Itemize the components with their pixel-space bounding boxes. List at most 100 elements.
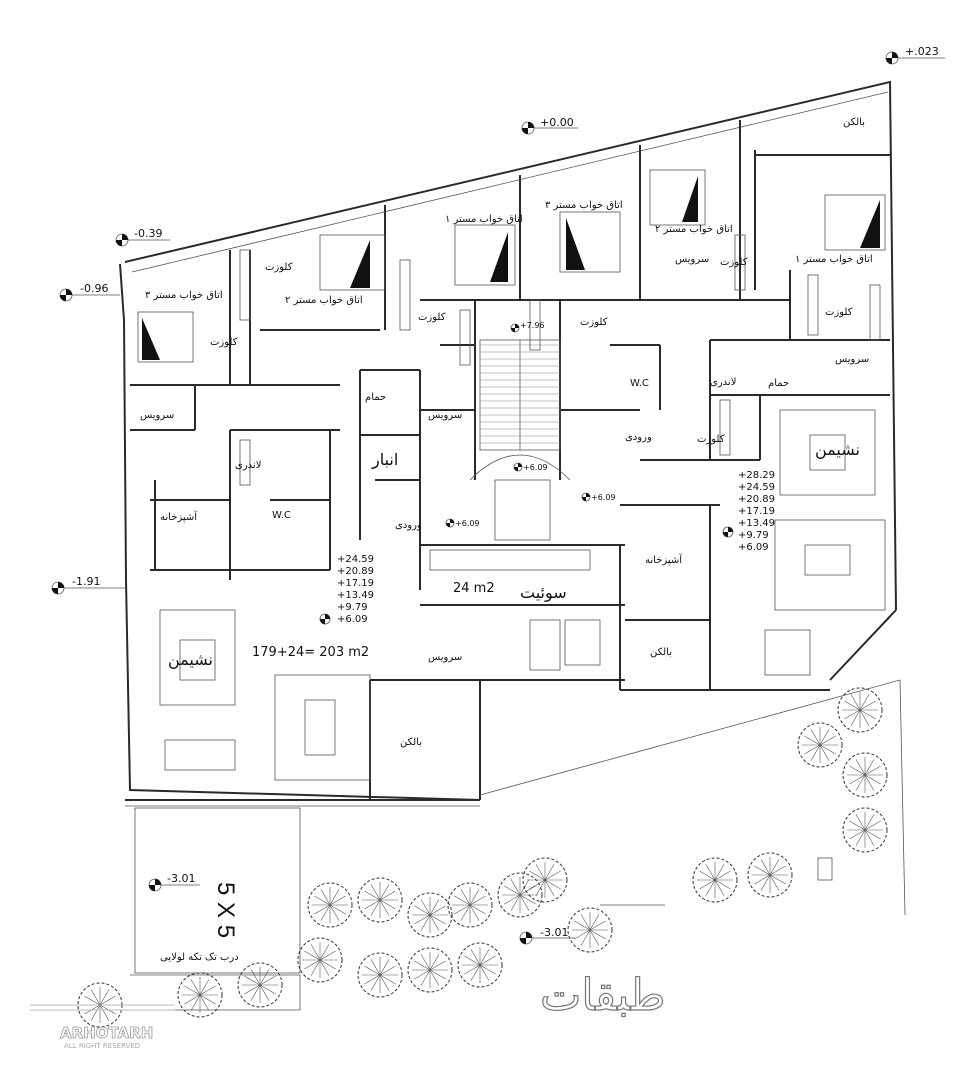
watermark-logo: ARHOTARH ALL RIGHT RESERVED bbox=[30, 1004, 175, 1050]
level-value: +6.09 bbox=[591, 493, 616, 502]
tree-icon bbox=[297, 937, 343, 983]
room-label-closet: کلوزت bbox=[825, 307, 853, 318]
room-label-kitchen: آشپزخانه bbox=[160, 510, 198, 523]
room-label-balcony: بالکن bbox=[650, 647, 672, 658]
level-marker: +6.09 bbox=[513, 462, 548, 472]
level-marker: +6.09 bbox=[581, 492, 616, 502]
floor-heights-left: +24.59 +20.89 +17.19 +13.49 +9.79 +6.09 bbox=[319, 554, 374, 625]
room-label-balcony: بالکن bbox=[400, 737, 422, 748]
room-label-living: نشیمن bbox=[815, 440, 860, 460]
level-marker: +7.96 bbox=[510, 321, 545, 333]
kitchen-counter bbox=[429, 549, 591, 571]
floor-height: +28.29 bbox=[738, 470, 775, 481]
room-label-closet: کلوزت bbox=[210, 337, 238, 348]
room-label-master-bedroom: اتاق خواب مستر ۳ bbox=[145, 290, 223, 301]
level-value: +6.09 bbox=[523, 463, 548, 472]
tree-icon bbox=[447, 882, 493, 928]
room-label-laundry: لاندری bbox=[235, 460, 261, 471]
level-marker: +0.00 bbox=[521, 116, 578, 135]
total-area-label: 179+24= 203 m2 bbox=[252, 645, 369, 660]
room-label-closet: کلوزت bbox=[720, 257, 748, 268]
bed-cover bbox=[142, 318, 160, 360]
room-label-laundry: لاندری bbox=[710, 377, 736, 388]
room-label-storage: انبار bbox=[371, 450, 398, 470]
room-label-service: سرویس bbox=[140, 410, 174, 421]
tree-icon bbox=[357, 952, 403, 998]
logo-name: ARHOTARH bbox=[60, 1024, 153, 1042]
bed bbox=[137, 311, 194, 363]
bed-cover bbox=[490, 232, 508, 282]
bed-cover bbox=[860, 200, 880, 248]
room-label-master-bedroom: اتاق خواب مستر ۱ bbox=[795, 254, 873, 265]
bed bbox=[559, 211, 621, 273]
sofa-set bbox=[159, 609, 236, 706]
level-marker: -3.01 bbox=[148, 872, 200, 892]
room-label-closet: کلوزت bbox=[580, 317, 608, 328]
tree-icon bbox=[357, 877, 403, 923]
room-label-service: سرویس bbox=[428, 652, 462, 663]
floor-height: +9.79 bbox=[337, 602, 368, 613]
level-markers: +.023 +0.00 -0.39 -0.96 -1.91 +7.96 bbox=[51, 45, 945, 945]
sofa-set bbox=[274, 674, 371, 781]
level-value: -3.01 bbox=[540, 926, 568, 939]
dining-table bbox=[164, 739, 236, 771]
level-marker: -3.01 bbox=[519, 926, 575, 945]
room-label-master-bedroom: اتاق خواب مستر ۲ bbox=[285, 295, 363, 306]
room-label-service: سرویس bbox=[835, 354, 869, 365]
floor-height: +13.49 bbox=[738, 518, 775, 529]
tree-icon bbox=[797, 722, 843, 768]
room-label-master-bedroom: اتاق خواب مستر ۳ bbox=[545, 200, 623, 211]
bed-cover bbox=[350, 240, 370, 288]
sofa bbox=[529, 619, 561, 671]
tree-icon bbox=[457, 942, 503, 988]
bed bbox=[824, 194, 886, 251]
level-value: -0.96 bbox=[80, 282, 108, 295]
logo-rights: ALL RIGHT RESERVED bbox=[64, 1042, 140, 1050]
floor-height: +20.89 bbox=[337, 566, 374, 577]
dining-table bbox=[764, 629, 811, 676]
level-marker: -0.96 bbox=[59, 282, 120, 302]
room-label-service: سرویس bbox=[675, 254, 709, 265]
tree-icon bbox=[177, 972, 223, 1018]
floor-height: +9.79 bbox=[738, 530, 769, 541]
suite-area-label: 24 m2 bbox=[453, 581, 495, 596]
bed bbox=[649, 169, 706, 226]
tree-icon bbox=[407, 892, 453, 938]
room-label-entrance: ورودی bbox=[625, 432, 652, 443]
tree-icon bbox=[497, 872, 543, 918]
level-marker: -1.91 bbox=[51, 575, 125, 595]
tree-icon bbox=[407, 947, 453, 993]
furniture bbox=[159, 409, 886, 781]
room-label-suite: سوئیت bbox=[520, 583, 567, 603]
floor-heights-right: +28.29 +24.59 +20.89 +17.19 +13.49 +9.79… bbox=[722, 470, 775, 553]
floor-height: +6.09 bbox=[337, 614, 368, 625]
bed bbox=[454, 224, 516, 286]
tree-icon bbox=[522, 857, 568, 903]
floor-height: +17.19 bbox=[337, 578, 374, 589]
stairwell bbox=[469, 339, 571, 541]
level-value: +6.09 bbox=[455, 519, 480, 528]
floor-height: +13.49 bbox=[337, 590, 374, 601]
garage-door-label: درب تک تکه لولایی bbox=[160, 952, 239, 963]
garage-size-label: 5 X 5 bbox=[212, 882, 239, 938]
level-value: +7.96 bbox=[520, 321, 545, 330]
level-value: +0.00 bbox=[540, 116, 574, 129]
sofa-set bbox=[774, 519, 886, 611]
tree-icon bbox=[307, 882, 353, 928]
room-label-kitchen: آشپزخانه bbox=[645, 553, 683, 566]
tree-icon bbox=[567, 907, 613, 953]
room-label-wc: W.C bbox=[630, 378, 649, 389]
room-label-living: نشیمن bbox=[168, 650, 213, 670]
level-value: -3.01 bbox=[167, 872, 195, 885]
room-label-master-bedroom: اتاق خواب مستر ۱ bbox=[445, 214, 523, 225]
floor-height: +17.19 bbox=[738, 506, 775, 517]
tree-icon bbox=[842, 752, 888, 798]
outer-walls bbox=[119, 80, 897, 807]
level-value: -0.39 bbox=[134, 227, 162, 240]
level-value: -1.91 bbox=[72, 575, 100, 588]
level-marker: +6.09 bbox=[445, 518, 480, 528]
floor-height: +6.09 bbox=[738, 542, 769, 553]
floor-height: +24.59 bbox=[337, 554, 374, 565]
